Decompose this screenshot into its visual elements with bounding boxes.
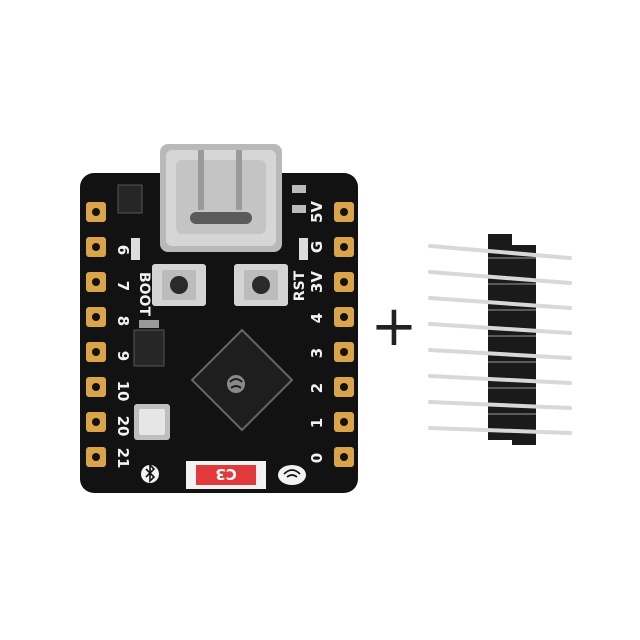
rst-label: RST (292, 270, 308, 301)
boot-label: BOOT (136, 272, 152, 316)
header-plastic (512, 245, 536, 445)
pin-label: 3V (308, 271, 326, 293)
right-pads (334, 202, 354, 467)
pin-label: 10 (114, 381, 132, 402)
left-pads (86, 202, 106, 467)
wifi-icon (278, 465, 306, 485)
header-plastic (488, 234, 512, 440)
right-pin-labels: 5V G 3V 4 3 2 1 0 (308, 201, 326, 464)
plus-sign: + (371, 294, 418, 359)
usb-c-connector (160, 144, 282, 252)
pin-label: 20 (114, 416, 132, 437)
pin-label: 6 (114, 245, 132, 255)
pin-label: 3 (308, 348, 326, 358)
sot-chip (133, 329, 165, 367)
pin-label: 1 (308, 418, 326, 428)
pin-label: 4 (308, 313, 326, 323)
c3-label: C3 (186, 461, 266, 489)
pin-label: 7 (114, 281, 132, 291)
regulator-chip (117, 184, 143, 214)
bluetooth-icon (141, 463, 159, 483)
pin-label: 5V (308, 201, 326, 223)
left-pin-labels: 6 7 8 9 10 20 21 (114, 245, 132, 469)
led (299, 238, 308, 260)
pin-label: 0 (308, 453, 326, 463)
esp32-c3-chip (190, 328, 294, 432)
espressif-logo-icon (227, 375, 245, 393)
pin-label: 21 (114, 448, 132, 469)
boot-button (152, 264, 206, 306)
chip-label-text: C3 (215, 465, 236, 483)
esp32-c3-board: 6 7 8 9 10 20 21 5V G 3V 4 3 2 1 0 BOOT … (80, 144, 358, 493)
pin-header (428, 234, 572, 445)
pin-label: 8 (114, 316, 132, 326)
reset-button (234, 264, 288, 306)
led (131, 238, 140, 260)
pin-label: 9 (114, 351, 132, 361)
pin-label: G (308, 241, 326, 253)
pin-label: 2 (308, 383, 326, 393)
